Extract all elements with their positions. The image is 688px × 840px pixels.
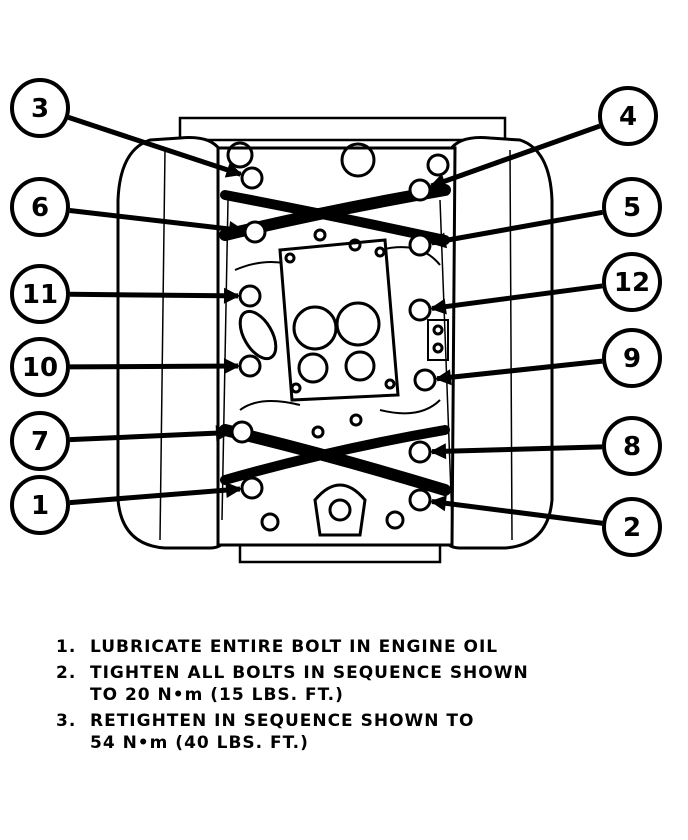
leader-line — [69, 430, 231, 443]
callout-3: 3 — [10, 78, 243, 178]
callout-label: 11 — [22, 280, 58, 310]
callout-9: 9 — [434, 328, 662, 388]
instruction-text: RETIGHTEN IN SEQUENCE SHOWN TO — [90, 711, 475, 731]
callout-label: 2 — [623, 513, 641, 543]
callout-label: 10 — [22, 353, 58, 383]
callout-label: 7 — [31, 427, 49, 457]
leader-line — [431, 444, 603, 455]
callout-1: 1 — [10, 475, 243, 535]
arrowhead — [215, 425, 233, 442]
bolt-7 — [230, 420, 254, 444]
arrowhead — [429, 443, 447, 460]
bolt-heads — [230, 166, 437, 512]
leader-line — [69, 291, 239, 299]
bolt-11 — [238, 284, 262, 308]
arrowhead — [225, 482, 243, 499]
callout-circle — [602, 177, 662, 237]
bolt-9 — [413, 368, 437, 392]
instruction-item: 1. LUBRICATE ENTIRE BOLT IN ENGINE OIL — [56, 636, 656, 658]
callout-8: 8 — [429, 416, 662, 476]
callout-circle — [10, 337, 70, 397]
arrowhead — [434, 369, 452, 386]
instruction-text: LUBRICATE ENTIRE BOLT IN ENGINE OIL — [90, 637, 499, 657]
leader-line — [67, 115, 242, 177]
bolt-8 — [408, 440, 432, 464]
arrowhead — [429, 298, 447, 315]
callout-label: 5 — [623, 193, 641, 223]
arrowhead — [228, 221, 246, 237]
arrowhead — [429, 495, 447, 512]
callout-label: 12 — [614, 268, 650, 298]
callout-circle — [10, 475, 70, 535]
leader-line — [431, 499, 603, 526]
callout-label: 9 — [623, 344, 641, 374]
callout-circle — [598, 86, 658, 146]
arrowhead — [429, 173, 448, 189]
callout-label: 6 — [31, 193, 49, 223]
arrowhead — [223, 358, 241, 375]
callout-4: 4 — [429, 86, 658, 189]
callout-label: 3 — [31, 94, 49, 124]
callout-10: 10 — [10, 337, 241, 397]
instruction-number: 2. — [56, 663, 77, 683]
callout-label: 1 — [31, 491, 49, 521]
bolt-5 — [408, 233, 432, 257]
bolt-1 — [240, 476, 264, 500]
bolt-6 — [243, 220, 267, 244]
callout-7: 7 — [10, 411, 233, 471]
bolt-12 — [408, 298, 432, 322]
bolt-3 — [240, 166, 264, 190]
bolt-4 — [408, 178, 432, 202]
arrowhead — [223, 287, 241, 304]
callout-2: 2 — [429, 495, 662, 557]
bolt-10 — [238, 354, 262, 378]
callout-circle — [602, 497, 662, 557]
instruction-text: TIGHTEN ALL BOLTS IN SEQUENCE SHOWN — [90, 663, 529, 683]
bolt-2 — [408, 488, 432, 512]
instruction-list: 1. LUBRICATE ENTIRE BOLT IN ENGINE OIL 2. T… — [56, 636, 656, 758]
callout-circle — [10, 78, 70, 138]
callout-circle — [602, 252, 662, 312]
callout-5: 5 — [429, 177, 662, 249]
leader-line — [69, 363, 239, 370]
callout-circle — [10, 411, 70, 471]
leader-line — [430, 123, 601, 189]
callout-6: 6 — [10, 177, 246, 237]
arrowhead — [224, 162, 243, 178]
instruction-number: 3. — [56, 711, 77, 731]
instruction-text: TO 20 N•m (15 LBS. FT.) — [90, 685, 344, 705]
leader-line — [436, 358, 603, 382]
callout-label: 8 — [623, 432, 641, 462]
callout-12: 12 — [429, 252, 662, 315]
callout-circle — [602, 328, 662, 388]
callout-circle — [10, 177, 70, 237]
instruction-text: 54 N•m (40 LBS. FT.) — [90, 733, 309, 753]
callout-label: 4 — [619, 102, 637, 132]
leader-line — [431, 209, 603, 246]
callout-circle — [602, 416, 662, 476]
leader-line — [431, 283, 603, 311]
arrowhead — [429, 232, 448, 249]
callout-11: 11 — [10, 264, 241, 324]
leader-line — [69, 486, 241, 506]
leader-line — [69, 207, 244, 234]
callout-circle — [10, 264, 70, 324]
instruction-number: 1. — [56, 637, 77, 657]
